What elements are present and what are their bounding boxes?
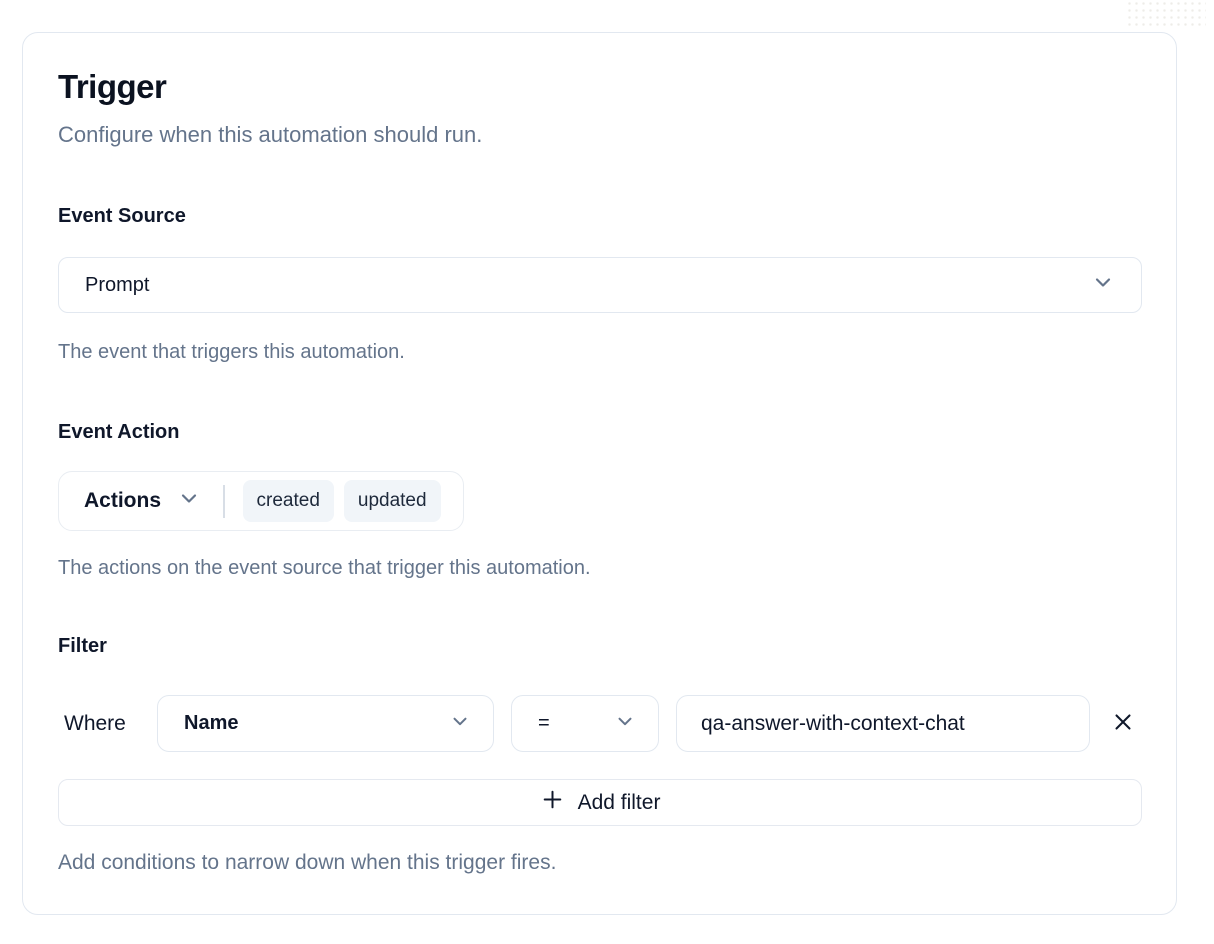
filter-field-value: Name xyxy=(184,712,239,734)
filter-field-select[interactable]: Name xyxy=(157,695,494,752)
add-filter-label: Add filter xyxy=(577,790,661,814)
trigger-card: Trigger Configure when this automation s… xyxy=(22,32,1177,915)
page-subtitle: Configure when this automation should ru… xyxy=(58,122,483,147)
chevron-down-icon xyxy=(449,710,471,738)
chevron-down-icon xyxy=(614,710,636,738)
remove-filter-button[interactable] xyxy=(1104,705,1142,743)
close-icon xyxy=(1110,709,1136,738)
event-source-help: The event that triggers this automation. xyxy=(58,341,405,363)
add-filter-button[interactable]: Add filter xyxy=(58,779,1142,826)
page-title: Trigger xyxy=(58,68,167,105)
corner-dot-pattern xyxy=(1126,0,1206,26)
plus-icon xyxy=(540,787,565,818)
chevron-down-icon xyxy=(1091,270,1115,300)
actions-dropdown-button[interactable]: Actions xyxy=(84,486,201,516)
chevron-down-icon xyxy=(177,486,201,516)
event-source-select[interactable]: Prompt xyxy=(58,257,1142,313)
event-source-label: Event Source xyxy=(58,205,186,227)
event-action-label: Event Action xyxy=(58,421,180,443)
filter-label: Filter xyxy=(58,635,107,657)
filter-value-input[interactable] xyxy=(676,695,1090,752)
event-action-control: Actions created updated xyxy=(58,471,464,531)
event-action-help: The actions on the event source that tri… xyxy=(58,557,591,579)
filter-operator-select[interactable]: = xyxy=(511,695,659,752)
event-source-selected-value: Prompt xyxy=(85,273,150,296)
where-label: Where xyxy=(64,711,126,735)
action-tag-updated[interactable]: updated xyxy=(343,480,441,522)
actions-dropdown-label: Actions xyxy=(84,489,162,512)
filter-operator-value: = xyxy=(538,712,550,734)
filter-help: Add conditions to narrow down when this … xyxy=(58,851,557,874)
action-tag-created[interactable]: created xyxy=(242,480,334,522)
vertical-divider xyxy=(223,484,225,518)
filter-row: Where Name = xyxy=(58,695,1142,752)
